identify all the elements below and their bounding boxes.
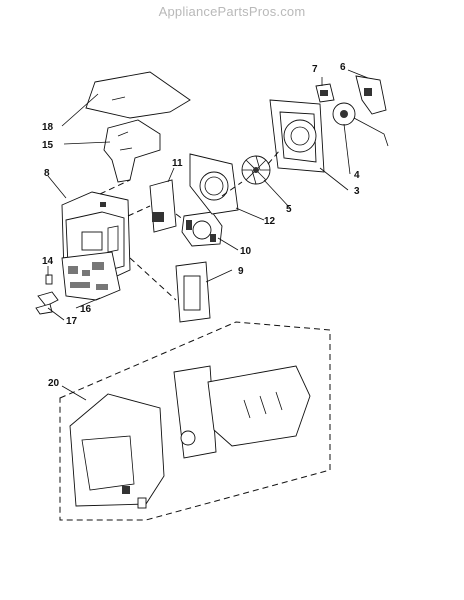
callouts: 18 15 8 11 7 6 4 3 5 12 10 9 14 16 17 20 — [42, 62, 360, 389]
part-6-bracket — [355, 75, 387, 115]
part-20-dispenser-assembly — [59, 321, 331, 521]
callout-6: 6 — [340, 62, 346, 73]
part-16-control-board — [61, 251, 121, 301]
callout-7: 7 — [312, 64, 318, 75]
callout-20: 20 — [48, 378, 60, 389]
leader-lines — [47, 69, 369, 401]
part-18-insulation-pad — [85, 71, 191, 119]
part-3-fan-housing — [269, 99, 325, 173]
callout-4: 4 — [354, 170, 360, 181]
part-17-clip — [35, 291, 59, 315]
callout-3: 3 — [354, 186, 360, 197]
watermark: AppliancePartsPros.com — [158, 4, 306, 19]
callout-18: 18 — [42, 122, 54, 133]
callout-17: 17 — [66, 316, 78, 327]
callout-16: 16 — [80, 304, 92, 315]
part-10-motor — [181, 211, 223, 247]
callout-9: 9 — [238, 266, 244, 277]
part-11-switch — [149, 179, 177, 233]
part-5-fan-blade — [241, 155, 271, 185]
assembly-dash-lines — [99, 149, 281, 301]
part-7-connector — [315, 83, 335, 103]
part-12-fan-shroud — [189, 153, 239, 215]
part-15-duct — [103, 119, 161, 183]
part-9-cover-plate — [175, 261, 211, 323]
callout-10: 10 — [240, 246, 252, 257]
callout-8: 8 — [44, 168, 50, 179]
callout-11: 11 — [172, 158, 183, 169]
callout-15: 15 — [42, 140, 54, 151]
part-14-screw — [45, 274, 53, 285]
callout-14: 14 — [42, 256, 54, 267]
callout-12: 12 — [264, 216, 276, 227]
callout-5: 5 — [286, 204, 292, 215]
part-4-fan-motor — [332, 102, 389, 147]
